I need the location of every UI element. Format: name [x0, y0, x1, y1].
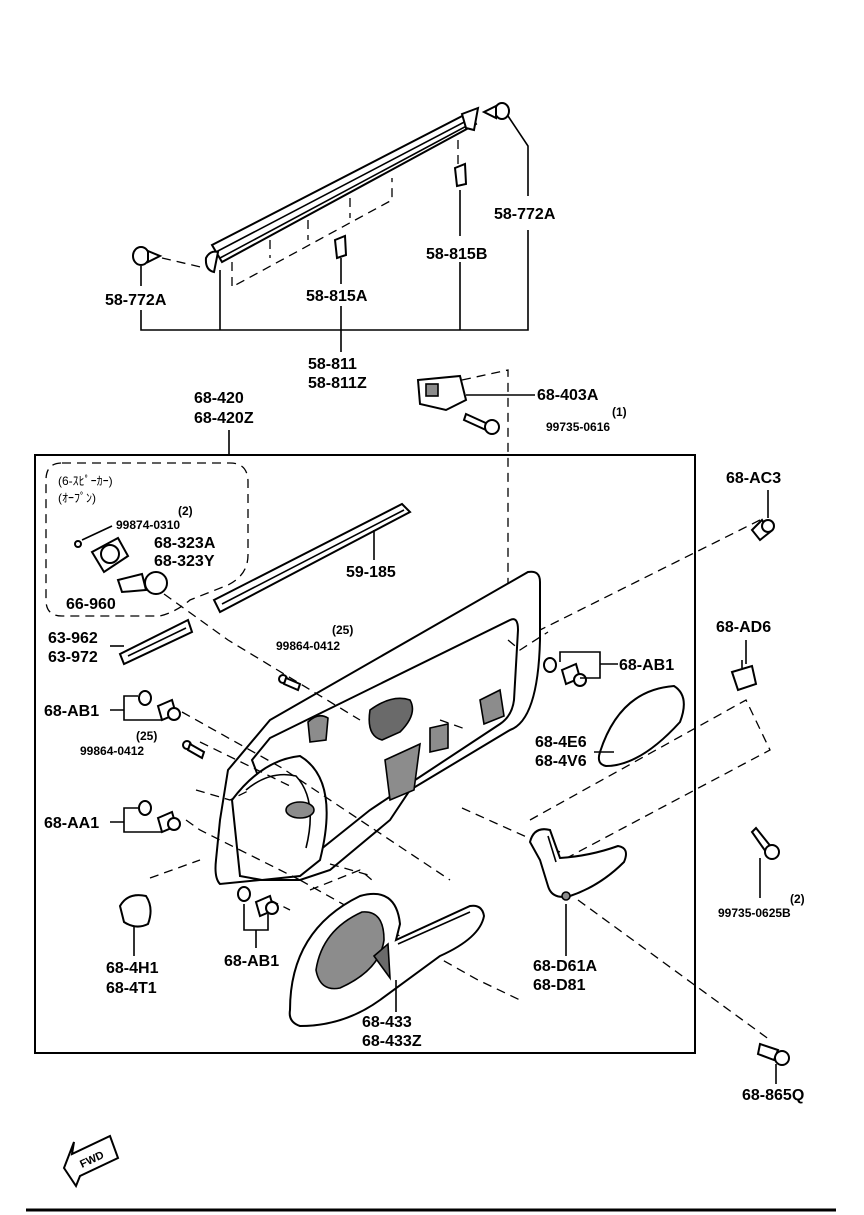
fastener-68-AB1-left[interactable]	[138, 690, 181, 722]
fastener-58-772A-right[interactable]	[481, 102, 510, 120]
clip-58-815B[interactable]	[453, 162, 468, 188]
label-speaker-note-2: (ｵｰﾌﾟﾝ)	[58, 491, 96, 505]
label-58-772A-right: 58-772A	[494, 206, 556, 223]
speaker-cover-68-433[interactable]	[288, 892, 486, 1028]
label-68-4H1: 68-4H1	[106, 960, 159, 977]
fastener-58-772A-left[interactable]	[132, 246, 163, 266]
label-68-433Z: 68-433Z	[362, 1033, 422, 1050]
label-58-811: 58-811	[308, 356, 357, 373]
pad-68-4E6[interactable]	[597, 684, 685, 768]
label-68-D81: 68-D81	[533, 977, 586, 994]
label-68-4T1: 68-4T1	[106, 980, 157, 997]
label-99864-0412-a-qty: (25)	[332, 623, 353, 637]
screw-99864-0412-lower[interactable]	[182, 740, 206, 760]
label-68-865Q: 68-865Q	[742, 1087, 804, 1104]
label-63-962: 63-962	[48, 630, 98, 647]
door-panel-68-420[interactable]	[214, 570, 541, 886]
fastener-68-AB1-bottom[interactable]	[237, 886, 279, 918]
label-63-972: 63-972	[48, 649, 98, 666]
handle-68-D61A[interactable]	[528, 828, 627, 901]
label-58-772A-left: 58-772A	[105, 292, 167, 309]
retainer-dashed-ribs	[269, 198, 351, 258]
bracket-68-403A[interactable]	[416, 374, 468, 412]
speaker-66-960[interactable]	[116, 571, 168, 595]
speaker-grille-68-323A[interactable]	[90, 536, 130, 574]
clip-68-AD6[interactable]	[730, 660, 758, 692]
label-68-420Z: 68-420Z	[194, 410, 254, 427]
label-68-433: 68-433	[362, 1014, 412, 1031]
label-99864-0412-a: 99864-0412	[276, 639, 340, 653]
screw-99735-0616[interactable]	[462, 412, 500, 435]
label-58-815B: 58-815B	[426, 246, 487, 263]
clip-58-815A[interactable]	[333, 234, 348, 260]
label-68-AB1-left: 68-AB1	[44, 703, 99, 720]
fastener-68-865Q[interactable]	[756, 1042, 790, 1066]
label-68-D61A: 68-D61A	[533, 958, 597, 975]
label-speaker-note-1: (6-ｽﾋﾟｰｶｰ)	[58, 474, 113, 488]
label-58-811Z: 58-811Z	[308, 375, 367, 392]
fastener-68-AA1[interactable]	[138, 800, 181, 834]
label-99864-0412-b: 99864-0412	[80, 744, 144, 758]
label-59-185: 59-185	[346, 564, 396, 581]
label-99735-0616: 99735-0616	[546, 420, 610, 434]
label-68-323A: 68-323A	[154, 535, 216, 552]
cap-68-4H1[interactable]	[118, 894, 152, 928]
fastener-68-AC3[interactable]	[750, 518, 775, 542]
armrest-63-962[interactable]	[118, 618, 194, 666]
screw-99874-0310[interactable]	[74, 540, 82, 548]
assembly-frame-68-420	[34, 454, 696, 1054]
speaker-option-box	[45, 462, 249, 617]
fastener-68-AB1-right[interactable]	[543, 657, 587, 687]
molding-59-185[interactable]	[212, 502, 412, 614]
label-99864-0412-b-qty: (25)	[136, 729, 157, 743]
screw-99864-0412-upper[interactable]	[278, 674, 302, 692]
label-99735-0616-qty: (1)	[612, 405, 627, 419]
label-68-403A: 68-403A	[537, 387, 599, 404]
label-99735-0625B-qty: (2)	[790, 892, 805, 906]
label-58-815A: 58-815A	[306, 288, 368, 305]
label-68-420: 68-420	[194, 390, 244, 407]
label-68-AB1-right: 68-AB1	[619, 657, 674, 674]
label-68-4E6: 68-4E6	[535, 734, 587, 751]
weatherstrip-58-811[interactable]	[204, 106, 480, 274]
label-68-AA1: 68-AA1	[44, 815, 99, 832]
label-68-323Y: 68-323Y	[154, 553, 215, 570]
label-68-AB1-bottom: 68-AB1	[224, 953, 279, 970]
label-99735-0625B: 99735-0625B	[718, 906, 791, 920]
label-99874-0310: 99874-0310	[116, 518, 180, 532]
label-68-AC3: 68-AC3	[726, 470, 781, 487]
retainer-dashed-outline	[231, 178, 393, 289]
bracket-dash	[461, 369, 509, 640]
label-68-4V6: 68-4V6	[535, 753, 587, 770]
label-66-960: 66-960	[66, 596, 116, 613]
label-99874-0310-qty: (2)	[178, 504, 193, 518]
label-68-AD6: 68-AD6	[716, 619, 771, 636]
screw-99735-0625B[interactable]	[750, 826, 780, 860]
fwd-arrow-icon	[62, 1134, 120, 1189]
